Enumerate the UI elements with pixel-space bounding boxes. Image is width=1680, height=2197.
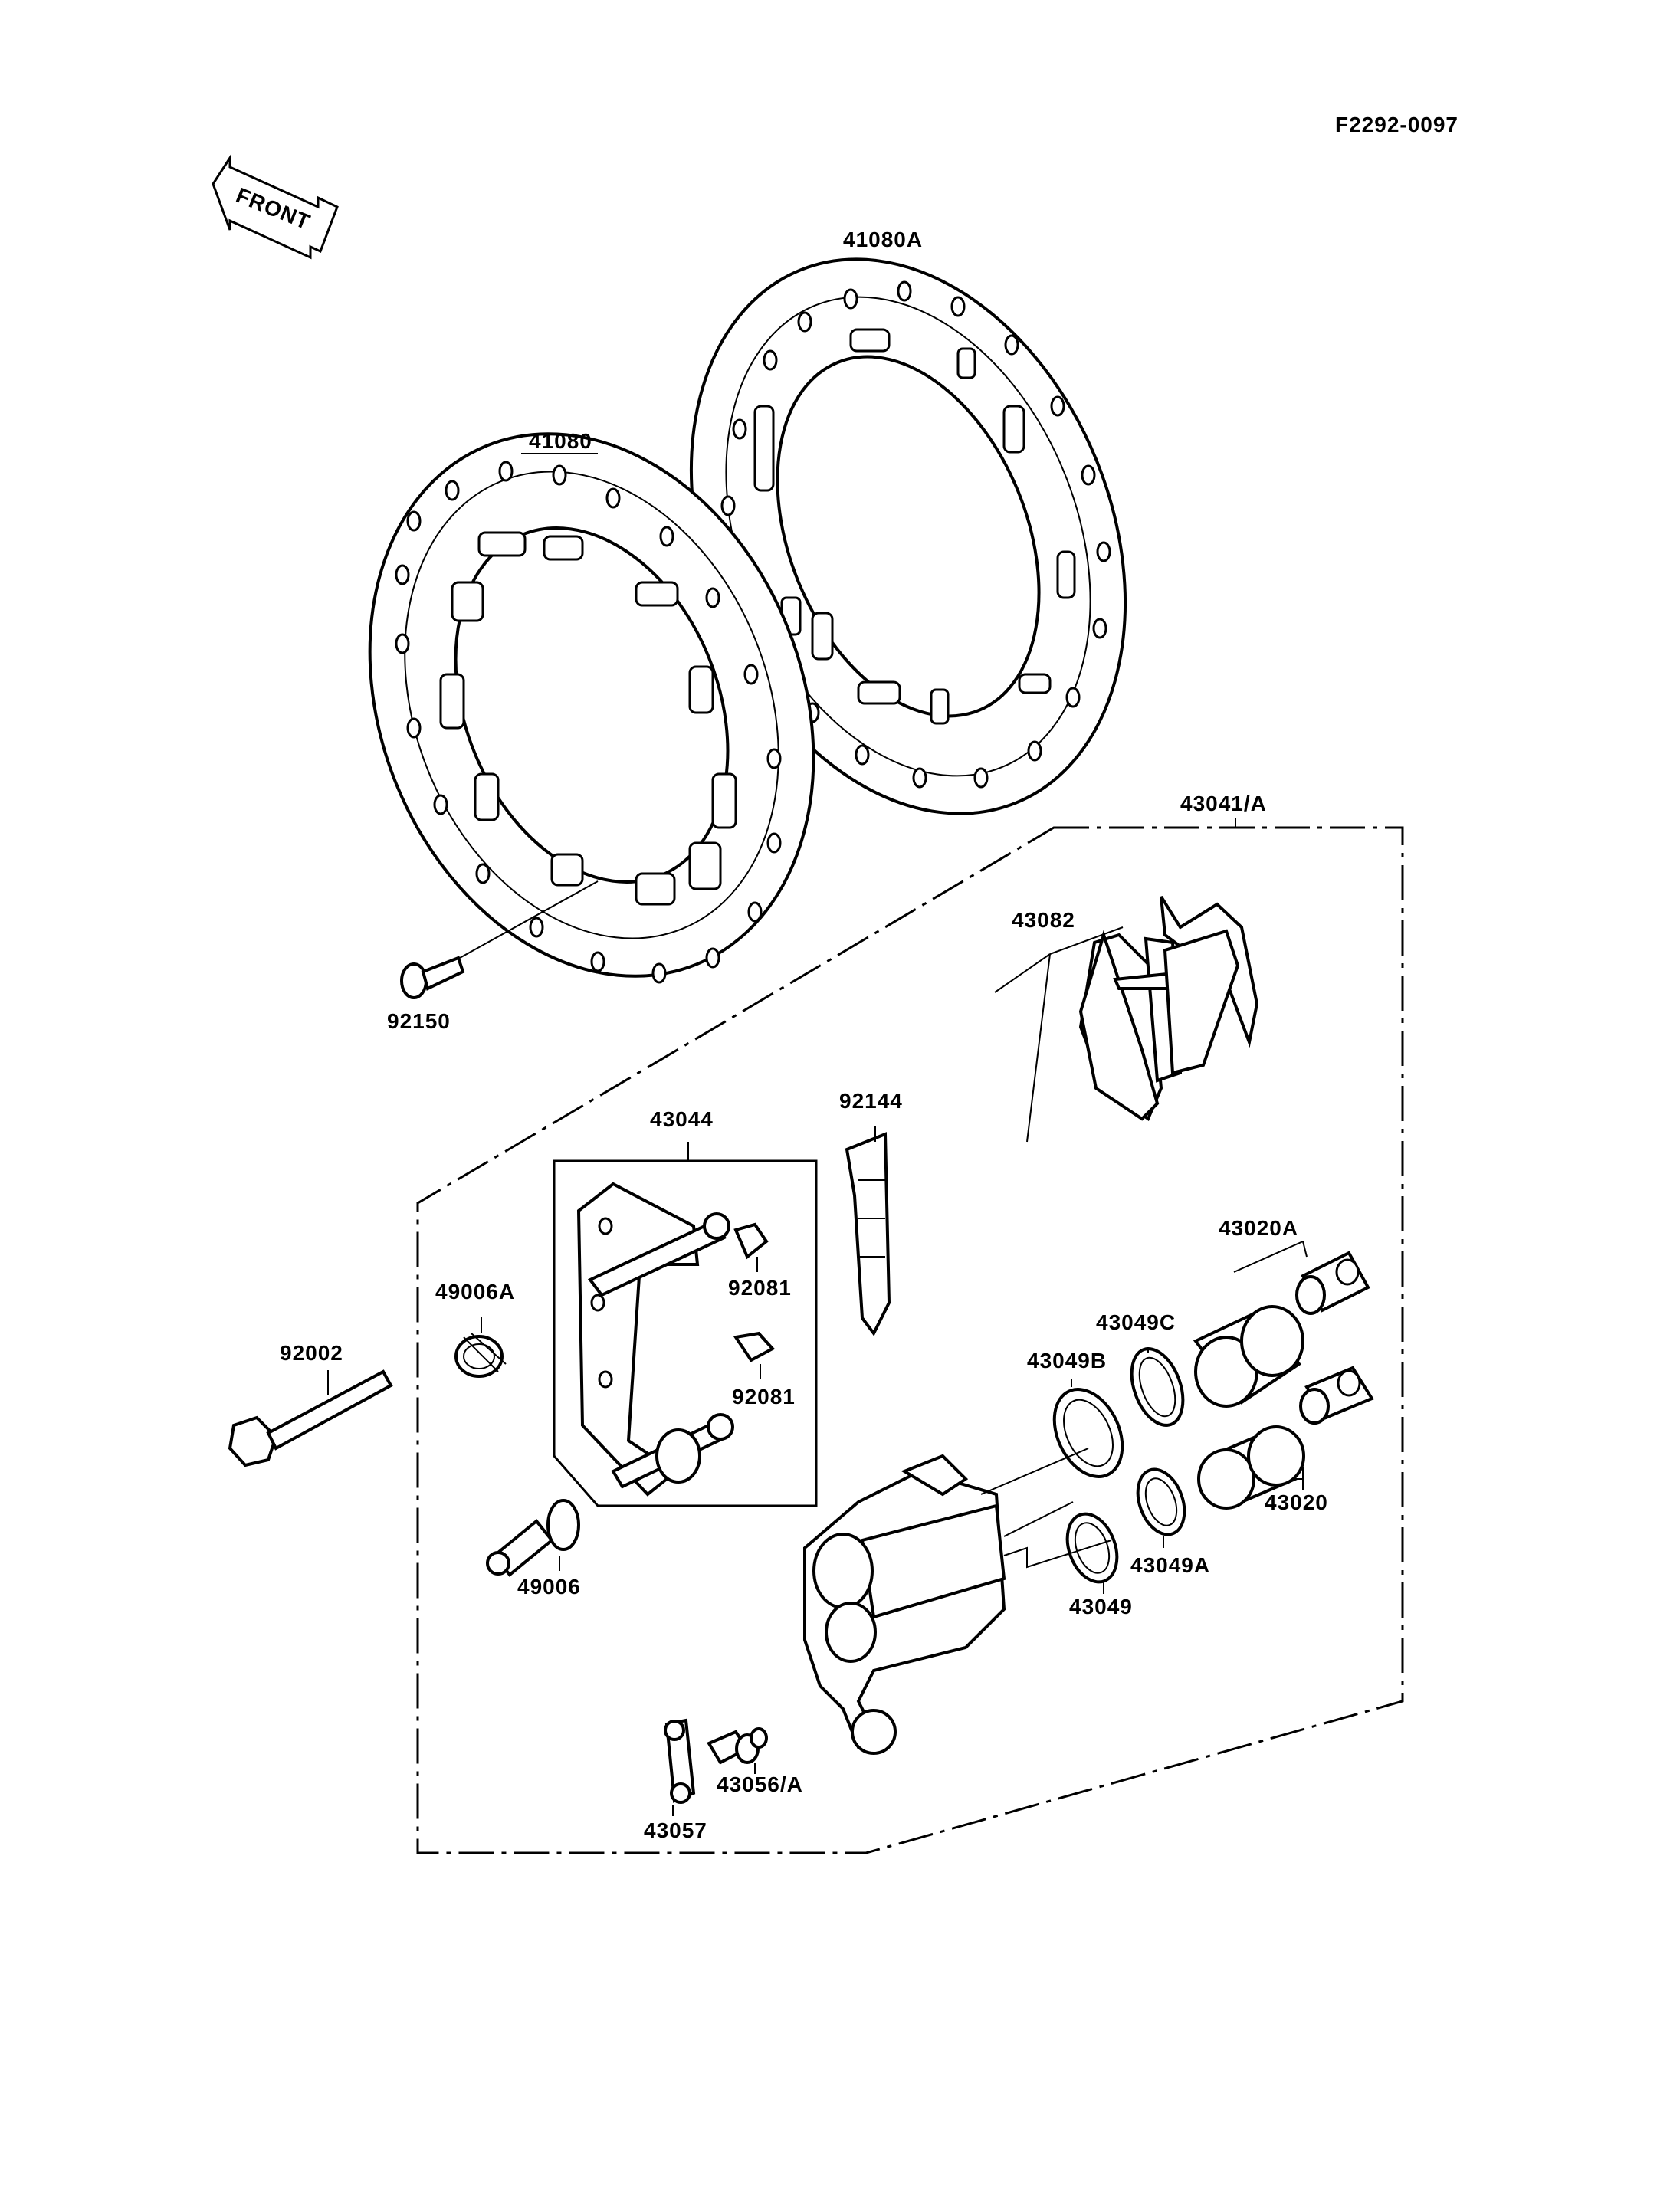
label-43041A: 43041/A	[1180, 792, 1267, 815]
figure-code: F2292-0097	[1335, 113, 1459, 136]
brake-pads	[1078, 895, 1259, 1122]
brake-disc-left	[368, 432, 815, 984]
boot-large	[454, 1333, 507, 1378]
disc-bolt	[400, 880, 599, 999]
label-41080: 41080	[529, 429, 592, 453]
label-92081-upper: 92081	[728, 1276, 792, 1300]
label-49006: 49006	[517, 1575, 581, 1599]
label-49006A: 49006A	[435, 1280, 515, 1303]
label-43056A: 43056/A	[717, 1772, 803, 1796]
label-43049: 43049	[1069, 1595, 1133, 1618]
seal	[1065, 1512, 1119, 1584]
caliper-body	[803, 1448, 1112, 1755]
label-41080A: 41080A	[843, 228, 923, 251]
label-92002: 92002	[280, 1341, 343, 1365]
label-43049C: 43049C	[1096, 1310, 1176, 1334]
label-43049B: 43049B	[1027, 1349, 1107, 1372]
piston-small	[1197, 1425, 1305, 1510]
clip-upper	[733, 1222, 769, 1260]
label-92144: 92144	[839, 1089, 903, 1113]
seal-b	[1052, 1388, 1124, 1478]
seal-a	[1136, 1467, 1186, 1536]
pad-spring	[845, 1132, 891, 1336]
label-92081-lower: 92081	[732, 1385, 796, 1408]
front-arrow-icon: FRONT	[212, 153, 339, 260]
label-43020: 43020	[1265, 1490, 1328, 1514]
label-43044: 43044	[650, 1107, 714, 1131]
piston-large	[1193, 1305, 1304, 1408]
boot-small	[486, 1499, 580, 1577]
piston-cap-upper	[1295, 1251, 1370, 1315]
label-43020A: 43020A	[1219, 1216, 1298, 1240]
bracket-box	[553, 1159, 818, 1507]
pin-bolt	[228, 1369, 393, 1467]
seal-c	[1130, 1347, 1185, 1427]
clip-lower	[733, 1331, 776, 1362]
caliper-assembly-outline	[416, 826, 1404, 1854]
label-43057: 43057	[644, 1818, 707, 1842]
caliper-bracket	[576, 1182, 734, 1497]
label-92150: 92150	[387, 1009, 451, 1033]
piston-cap-lower	[1299, 1366, 1374, 1425]
bleeder-valve	[707, 1727, 768, 1765]
bleeder-cap	[664, 1718, 696, 1804]
label-43049A: 43049A	[1130, 1553, 1210, 1577]
label-43082: 43082	[1012, 908, 1075, 932]
